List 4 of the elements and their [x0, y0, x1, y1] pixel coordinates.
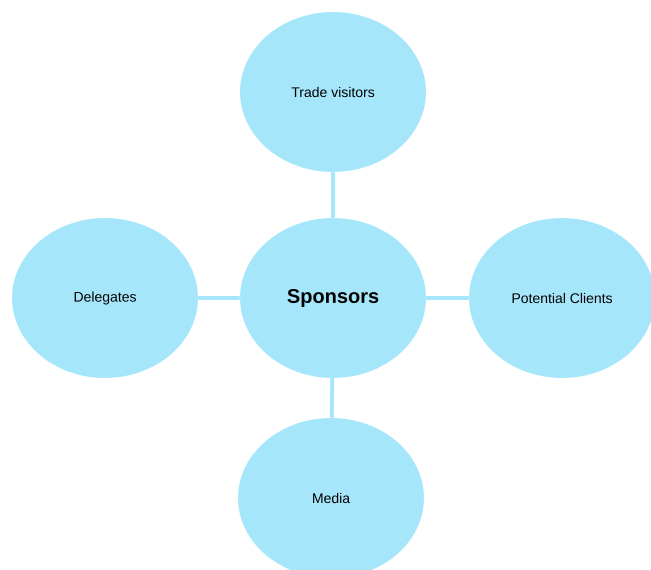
connector-line [330, 378, 334, 418]
connector-line [198, 296, 240, 300]
connector-line [331, 172, 335, 218]
connector-line [426, 296, 469, 300]
